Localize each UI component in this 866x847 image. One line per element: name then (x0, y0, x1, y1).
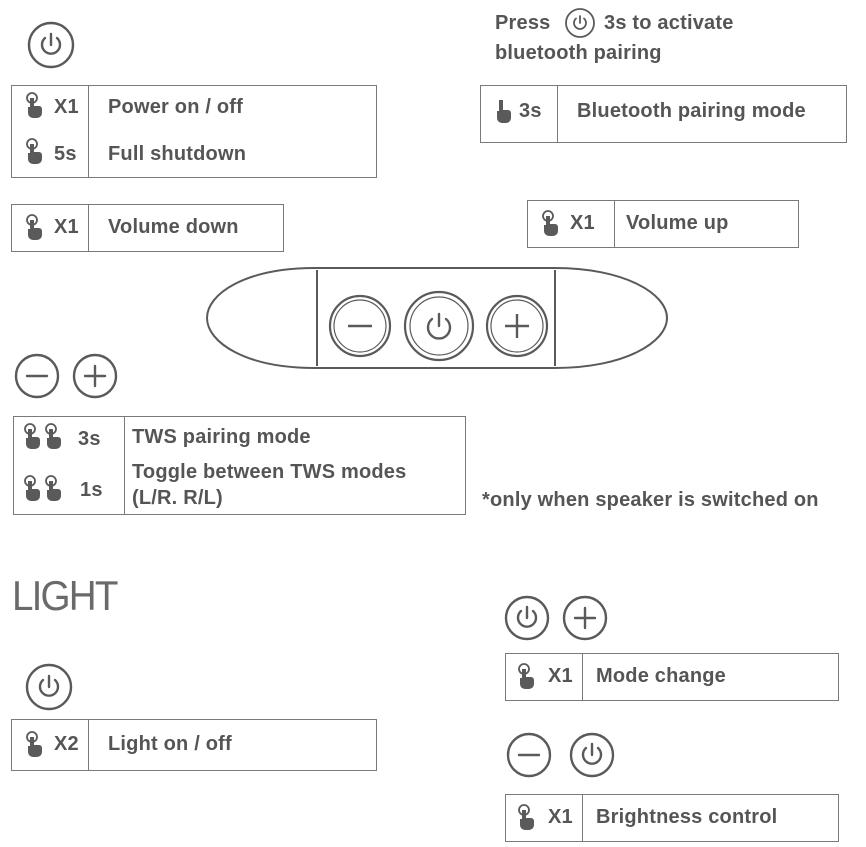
tap-count: X1 (570, 212, 595, 234)
section-heading-light: LIGHT (12, 572, 118, 619)
finger-tap-icon (516, 663, 536, 689)
footnote: *only when speaker is switched on (482, 489, 819, 511)
tap-count: X1 (54, 96, 79, 118)
minus-icon (505, 731, 553, 779)
tap-count: X1 (548, 665, 573, 687)
mode-change-box: X1 Mode change (505, 653, 839, 701)
finger-tap-icon (516, 804, 536, 830)
tap-count: X2 (54, 733, 79, 755)
light-instruction-box: X2 Light on / off (11, 719, 377, 771)
power-instruction-box: X1 Power on / off 5s Full shutdown (11, 85, 377, 178)
tws-instruction-box: 3s TWS pairing mode 1s Toggle between TW… (13, 416, 466, 515)
speaker-control-panel (205, 266, 670, 370)
finger-press-icon (493, 98, 513, 124)
action-label: Volume up (626, 212, 729, 234)
action-label: Power on / off (108, 96, 244, 118)
action-label: Bluetooth pairing mode (577, 100, 806, 122)
two-finger-tap-icon (22, 423, 66, 449)
finger-tap-icon (540, 210, 560, 236)
hold-duration: 3s (519, 100, 542, 122)
tap-count: X1 (54, 216, 79, 238)
action-label-line2: (L/R. R/L) (132, 487, 223, 509)
plus-icon (71, 352, 119, 400)
action-label: Light on / off (108, 733, 232, 755)
action-label: TWS pairing mode (132, 426, 311, 448)
finger-tap-icon (24, 138, 44, 164)
plus-icon (561, 594, 609, 642)
hold-duration: 5s (54, 143, 77, 165)
two-finger-tap-icon (22, 475, 66, 501)
hold-duration: 1s (80, 479, 103, 501)
action-label: Volume down (108, 216, 239, 238)
power-icon (26, 20, 76, 70)
action-label: Mode change (596, 665, 726, 687)
power-button[interactable] (403, 290, 475, 362)
bt-instruction-line1-rest: 3s to activate (604, 12, 734, 34)
bt-instruction-line2: bluetooth pairing (495, 42, 662, 64)
finger-tap-icon (24, 214, 44, 240)
brightness-control-box: X1 Brightness control (505, 794, 839, 842)
action-label: Full shutdown (108, 143, 247, 165)
hold-duration: 3s (78, 428, 101, 450)
finger-tap-icon (24, 92, 44, 118)
minus-icon (13, 352, 61, 400)
power-icon (564, 7, 596, 39)
finger-tap-icon (24, 731, 44, 757)
bluetooth-instruction-box: 3s Bluetooth pairing mode (480, 85, 847, 143)
volume-down-box: X1 Volume down (11, 204, 284, 252)
bt-instruction-line1: Press (495, 12, 551, 34)
minus-button[interactable] (328, 294, 392, 358)
power-icon (503, 594, 551, 642)
volume-up-box: X1 Volume up (527, 200, 799, 248)
tap-count: X1 (548, 806, 573, 828)
plus-button[interactable] (485, 294, 549, 358)
power-icon (568, 731, 616, 779)
action-label: Brightness control (596, 806, 778, 828)
power-icon (24, 662, 74, 712)
action-label-line1: Toggle between TWS modes (132, 461, 407, 483)
